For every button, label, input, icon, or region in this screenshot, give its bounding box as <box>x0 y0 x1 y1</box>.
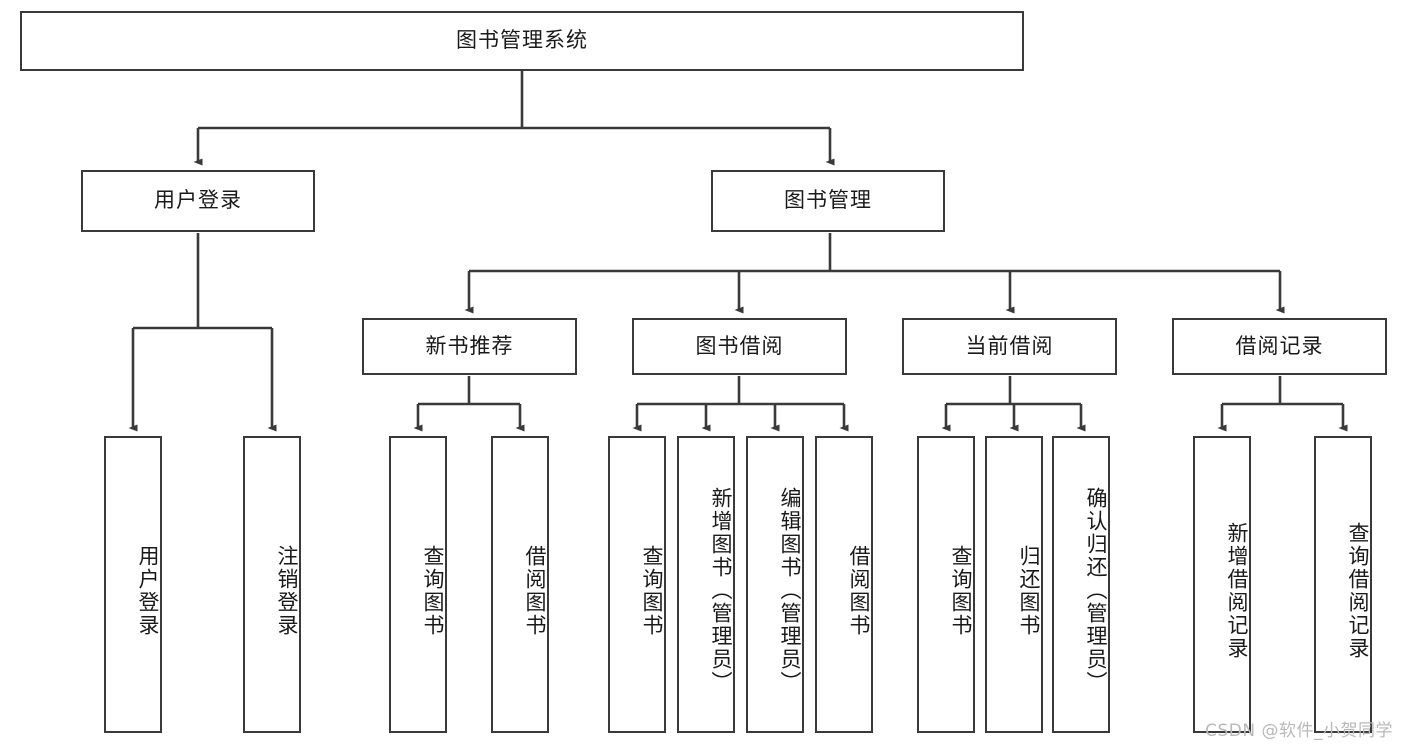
node-label: 借阅记录 <box>1235 333 1324 358</box>
node-leaf-confirm-return-admin[interactable]: 确认归还（管理员） <box>1052 436 1110 733</box>
node-book-management[interactable]: 图书管理 <box>711 170 945 232</box>
node-leaf-add-borrow-record[interactable]: 新增借阅记录 <box>1193 436 1251 733</box>
node-leaf-query-book-current[interactable]: 查询图书 <box>917 436 975 733</box>
node-leaf-edit-book-admin[interactable]: 编辑图书（管理员） <box>746 436 804 733</box>
node-label: 借阅图书 <box>847 544 871 637</box>
node-label: 编辑图书（管理员） <box>778 487 802 694</box>
node-label: 借阅图书 <box>523 544 547 637</box>
node-borrow-record[interactable]: 借阅记录 <box>1172 318 1387 375</box>
node-label: 用户登录 <box>154 188 242 213</box>
node-label: 查询图书 <box>640 544 664 637</box>
watermark: CSDN @软件_小贺同学 <box>1205 721 1393 741</box>
node-label: 新增借阅记录 <box>1225 521 1249 660</box>
node-leaf-return-book[interactable]: 归还图书 <box>985 436 1043 733</box>
node-leaf-user-login[interactable]: 用户登录 <box>104 436 162 733</box>
node-label: 查询借阅记录 <box>1346 521 1370 660</box>
node-root-title[interactable]: 图书管理系统 <box>20 11 1024 71</box>
node-label: 注销登录 <box>275 544 299 637</box>
node-book-borrow[interactable]: 图书借阅 <box>632 318 847 375</box>
node-label: 查询图书 <box>949 544 973 637</box>
node-new-book-recommend[interactable]: 新书推荐 <box>362 318 577 375</box>
node-leaf-query-book-borrow[interactable]: 查询图书 <box>608 436 666 733</box>
node-label: 查询图书 <box>421 544 445 637</box>
node-label: 图书管理系统 <box>456 28 588 53</box>
node-label: 确认归还（管理员） <box>1084 487 1108 694</box>
node-label: 归还图书 <box>1017 544 1041 637</box>
node-label: 新书推荐 <box>425 333 514 358</box>
node-label: 图书管理 <box>784 188 872 213</box>
node-label: 用户登录 <box>136 544 160 637</box>
node-current-borrow[interactable]: 当前借阅 <box>902 318 1117 375</box>
node-label: 当前借阅 <box>965 333 1054 358</box>
node-leaf-query-book-recommend[interactable]: 查询图书 <box>389 436 447 733</box>
node-user-login[interactable]: 用户登录 <box>81 170 315 232</box>
node-leaf-borrow-book[interactable]: 借阅图书 <box>815 436 873 733</box>
node-leaf-logout[interactable]: 注销登录 <box>243 436 301 733</box>
node-label: 图书借阅 <box>695 333 784 358</box>
node-leaf-add-book-admin[interactable]: 新增图书（管理员） <box>677 436 735 733</box>
node-leaf-borrow-book-recommend[interactable]: 借阅图书 <box>491 436 549 733</box>
node-leaf-query-borrow-record[interactable]: 查询借阅记录 <box>1314 436 1372 733</box>
node-label: 新增图书（管理员） <box>709 487 733 694</box>
